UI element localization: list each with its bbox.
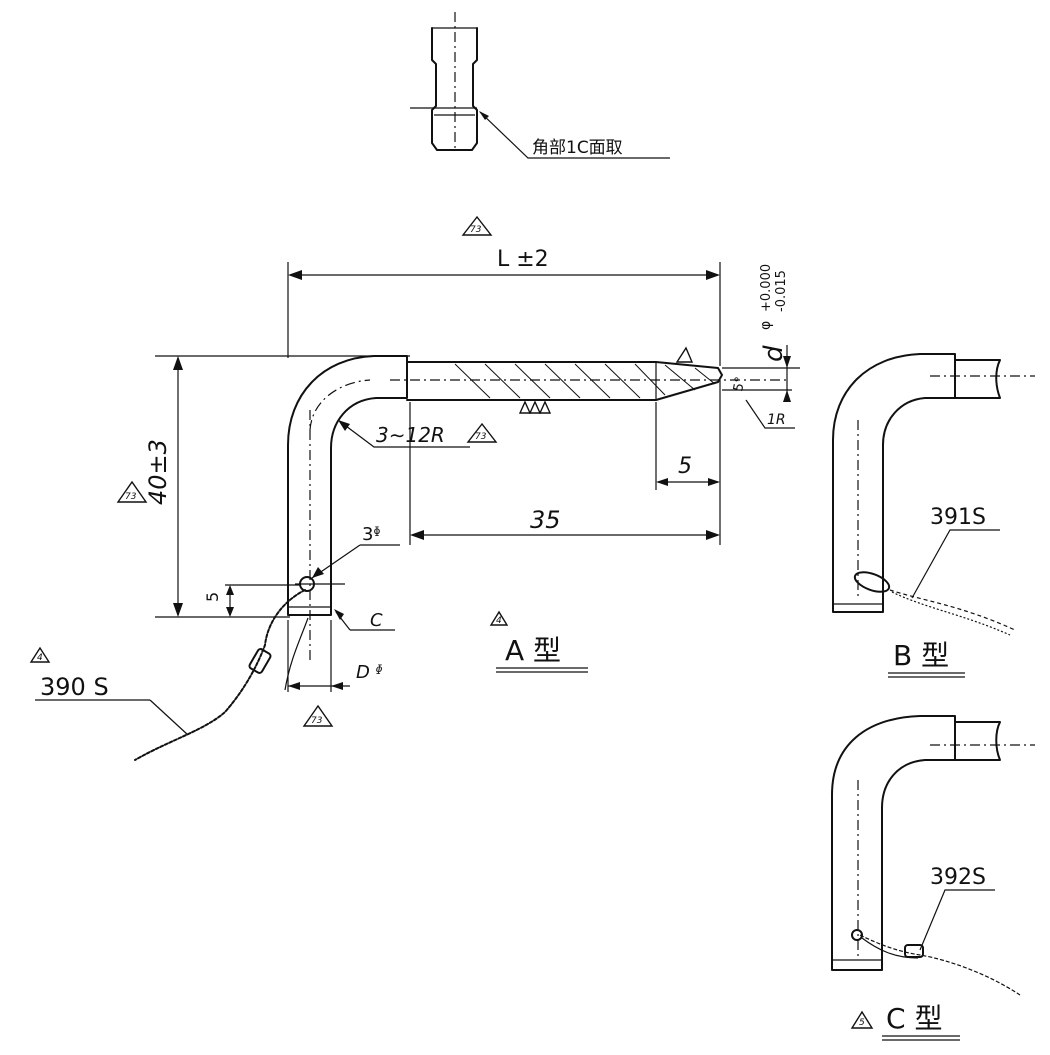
b-pin-outline	[832, 353, 956, 613]
b-chain-part: 391S	[930, 505, 986, 530]
rev-mark-height: 73	[125, 492, 137, 502]
a-chain-part: 390 S	[40, 673, 109, 701]
b-type-view: 391S B 型	[832, 353, 1035, 678]
dim-tip-angle: 5°	[731, 376, 748, 393]
rev-mark-a-type: 4	[496, 616, 502, 626]
rev-mark-radius: 73	[475, 432, 487, 442]
type-b-label: B 型	[893, 639, 949, 672]
tol-phi-symbol: φ	[758, 321, 774, 330]
dim-length: L ±2	[497, 247, 549, 272]
rev-mark-a-chain: 4	[37, 653, 43, 663]
dim-hole-position: 5	[203, 592, 222, 602]
tol-upper: +0.000	[759, 264, 774, 312]
a-type-view: L ±2 73 40±3 73 5 3ᶲ 3∼12R 73	[29, 215, 800, 761]
rev-mark-diameter: 73	[311, 716, 323, 726]
type-a-label: A 型	[505, 634, 561, 667]
c-pin-outline	[831, 715, 956, 971]
finish-mark	[518, 400, 552, 414]
tol-lower: -0.015	[774, 270, 789, 312]
dim-shaft-length: 35	[530, 506, 561, 534]
chamfer-note: 角部1C面取	[532, 138, 623, 158]
a-chain	[134, 589, 306, 761]
c-type-view: 392S 5 C 型	[831, 715, 1035, 1041]
type-c-label: C 型	[886, 1002, 942, 1035]
c-chain-part: 392S	[930, 865, 986, 890]
rev-mark-c-type: 5	[859, 1018, 865, 1028]
dim-bar-diameter: D ᶲ	[356, 662, 383, 683]
dim-height: 40±3	[144, 439, 172, 505]
dim-hole-diameter: 3ᶲ	[362, 524, 381, 545]
top-detail-view: 角部1C面取	[410, 12, 670, 159]
shaft-hatching	[454, 363, 716, 399]
dim-tip-radius: 1R	[767, 412, 786, 428]
tol-d-symbol: d	[759, 345, 789, 362]
dim-chamfer-c: C	[370, 610, 383, 631]
dim-tip-length: 5	[678, 454, 692, 479]
rev-mark-length: 73	[470, 225, 482, 235]
